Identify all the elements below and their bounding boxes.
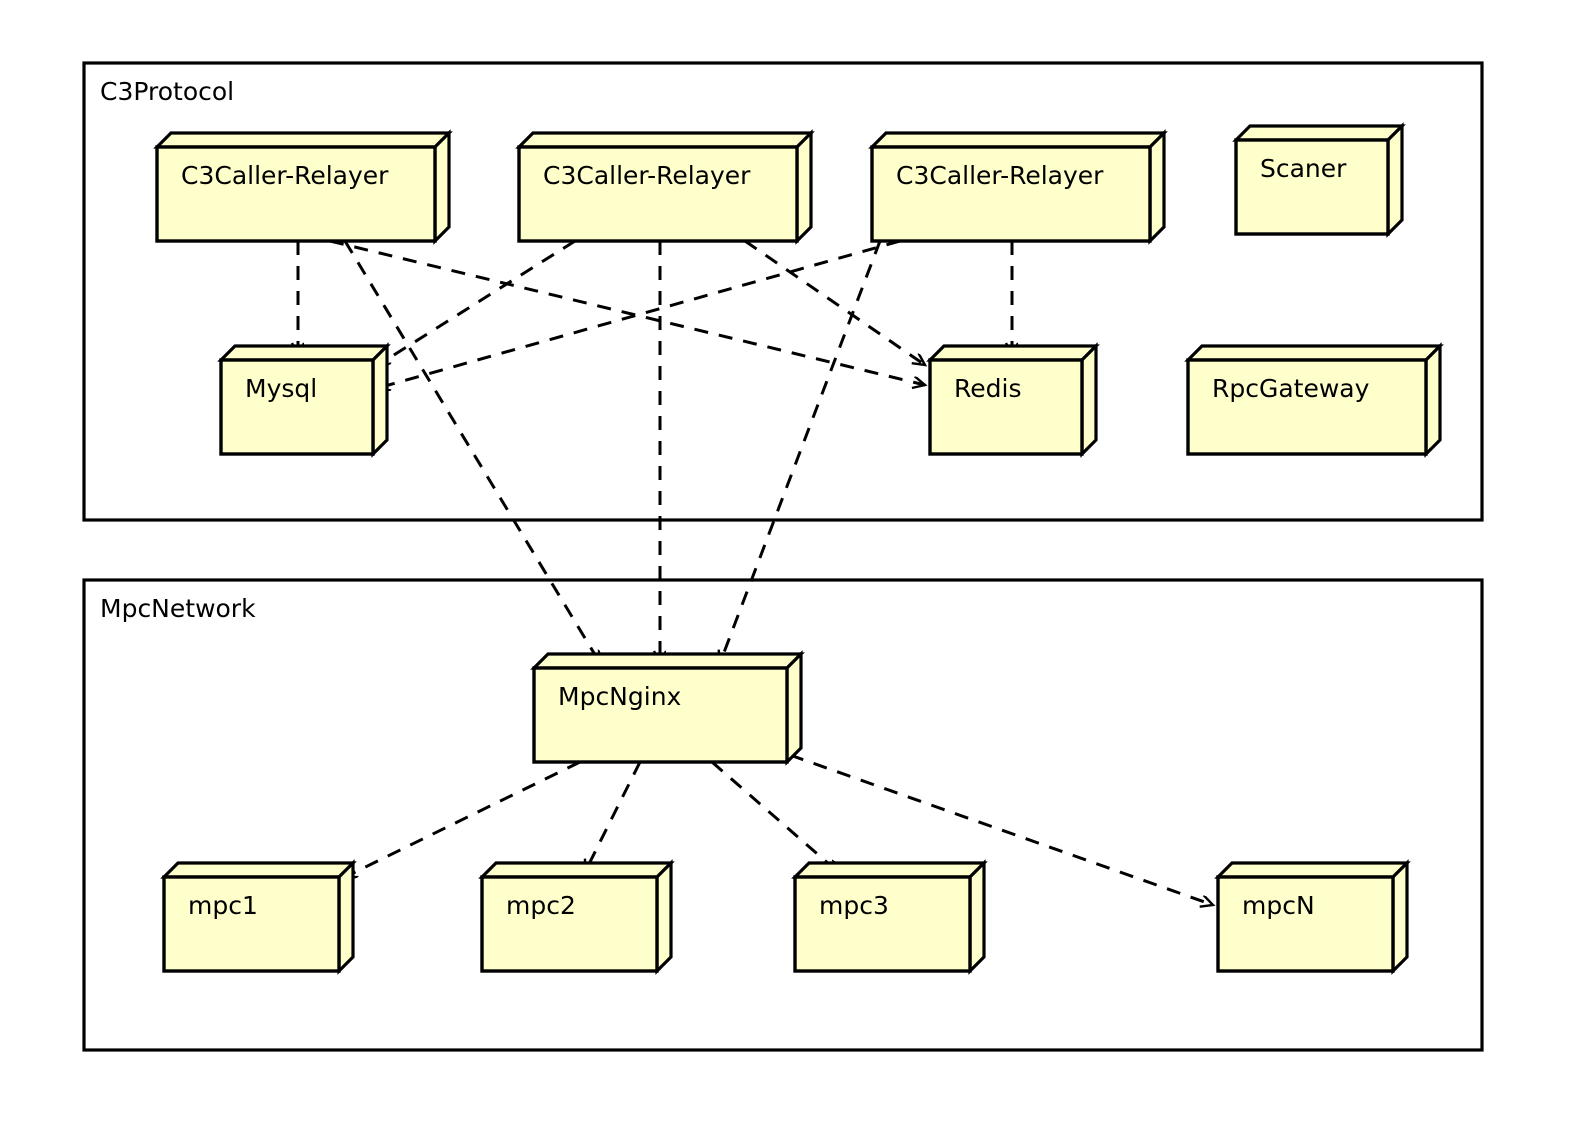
node-label-relayer2: C3Caller-Relayer	[543, 161, 751, 190]
edge-relayer3-to-mysql	[378, 239, 901, 388]
node-right-face	[785, 650, 803, 766]
node-label-mpc1: mpc1	[188, 891, 258, 920]
node-front-face	[532, 666, 789, 764]
node-mpc3[interactable]	[791, 859, 988, 975]
node-front-face	[793, 875, 972, 973]
node-right-face	[1386, 122, 1404, 238]
node-relayer2[interactable]	[515, 129, 815, 245]
node-label-mpc2: mpc2	[506, 891, 576, 920]
node-top-face	[868, 131, 1168, 149]
node-front-face	[155, 145, 437, 243]
node-right-face	[1148, 129, 1166, 245]
node-mpcnginx[interactable]	[530, 650, 805, 766]
node-top-face	[530, 652, 805, 670]
edge-mpcnginx-to-mpc2	[583, 761, 642, 872]
edge-relayer1-to-redis	[329, 239, 925, 385]
node-label-mysql: Mysql	[245, 374, 318, 403]
edge-relayer2-to-mysql	[378, 239, 576, 365]
edge-relayer1-to-mpcnginx	[343, 240, 600, 663]
node-top-face	[791, 861, 988, 879]
edge-mpcnginx-to-mpc3	[711, 760, 838, 872]
node-label-scaner: Scaner	[1260, 154, 1347, 183]
node-right-face	[795, 129, 813, 245]
node-relayer3[interactable]	[868, 129, 1168, 245]
node-right-face	[337, 859, 355, 975]
node-front-face	[162, 875, 341, 973]
node-mpcn[interactable]	[1214, 859, 1411, 975]
node-top-face	[1184, 344, 1444, 362]
node-top-face	[1232, 124, 1406, 142]
node-front-face	[480, 875, 659, 973]
node-front-face	[1216, 875, 1395, 973]
node-front-face	[870, 145, 1152, 243]
node-rpcgateway[interactable]	[1184, 342, 1444, 458]
node-front-face	[928, 358, 1084, 456]
package-frame-c3protocol	[82, 61, 1484, 522]
node-top-face	[153, 131, 453, 149]
package-label-c3protocol: C3Protocol	[100, 77, 235, 106]
edge-relayer3-to-mpcnginx	[720, 240, 882, 663]
node-right-face	[1080, 342, 1098, 458]
node-label-redis: Redis	[954, 374, 1022, 403]
node-relayer1[interactable]	[153, 129, 453, 245]
node-label-mpcn: mpcN	[1242, 891, 1315, 920]
node-right-face	[968, 859, 986, 975]
edge-relayer2-to-redis	[744, 239, 925, 365]
node-right-face	[433, 129, 451, 245]
node-top-face	[515, 131, 815, 149]
node-layer	[153, 122, 1444, 975]
package-frame-mpcnetwork	[82, 578, 1484, 1052]
node-right-face	[371, 342, 389, 458]
node-label-mpc3: mpc3	[819, 891, 889, 920]
node-front-face	[219, 358, 375, 456]
node-label-relayer1: C3Caller-Relayer	[181, 161, 389, 190]
node-top-face	[1214, 861, 1411, 879]
node-top-face	[478, 861, 675, 879]
node-mpc2[interactable]	[478, 859, 675, 975]
node-right-face	[655, 859, 673, 975]
node-right-face	[1391, 859, 1409, 975]
node-top-face	[217, 344, 391, 362]
node-right-face	[1424, 342, 1442, 458]
node-mysql[interactable]	[217, 342, 391, 458]
edge-layer	[298, 239, 1213, 905]
package-label-mpcnetwork: MpcNetwork	[100, 594, 256, 623]
node-label-mpcnginx: MpcNginx	[558, 682, 682, 711]
node-redis[interactable]	[926, 342, 1100, 458]
package-frames	[82, 61, 1484, 1052]
node-label-rpcgateway: RpcGateway	[1212, 374, 1370, 403]
node-mpc1[interactable]	[160, 859, 357, 975]
edge-mpcnginx-to-mpc1	[345, 760, 581, 879]
node-front-face	[1234, 138, 1390, 236]
node-top-face	[160, 861, 357, 879]
node-label-relayer3: C3Caller-Relayer	[896, 161, 1104, 190]
node-scaner[interactable]	[1232, 122, 1406, 238]
node-front-face	[1186, 358, 1428, 456]
node-top-face	[926, 344, 1100, 362]
node-front-face	[517, 145, 799, 243]
